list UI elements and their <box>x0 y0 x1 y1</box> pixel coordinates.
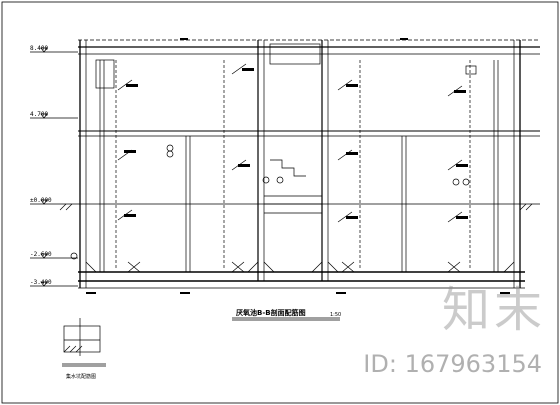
main-drawing-scale: 1:50 <box>330 312 341 318</box>
main-drawing-title: 厌氧池B-B剖面配筋图 <box>236 308 306 317</box>
level-minus-3400: -3.400 <box>30 279 52 286</box>
detail-drawing-title: 集水坑配筋图 <box>66 373 96 380</box>
level-4700: 4.700 <box>30 111 48 118</box>
level-0000: ±0.000 <box>30 197 52 204</box>
level-8400: 8.400 <box>30 45 48 52</box>
watermark-id: ID: 167963154 <box>363 350 542 378</box>
level-minus-2600: -2.600 <box>30 251 52 258</box>
watermark-logo: 知末 <box>441 282 546 338</box>
